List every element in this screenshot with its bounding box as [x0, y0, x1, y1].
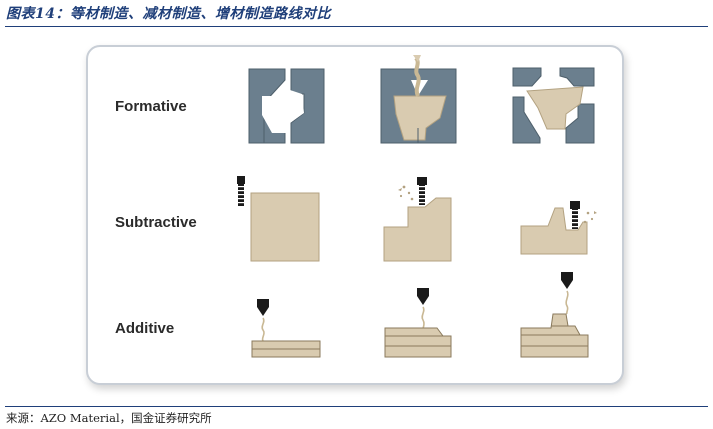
chips-icon [583, 211, 597, 224]
mold-bottom-right [565, 103, 595, 144]
raw-stock-block [250, 192, 320, 262]
figure-title: 图表14：等材制造、减材制造、增材制造路线对比 [6, 6, 331, 22]
subtractive-step2-cutting [383, 177, 452, 262]
source-rule [5, 406, 708, 407]
workpiece-partially-cut [383, 197, 452, 262]
deposit-stream [565, 290, 569, 315]
subtractive-step1-block [237, 176, 320, 262]
chips-icon [398, 185, 414, 201]
mold-gate [411, 80, 428, 96]
deposit-stream [261, 317, 265, 342]
formative-step1-empty-mold [248, 68, 325, 144]
cutting-tool-bit [419, 185, 425, 205]
row-label-formative: Formative [115, 98, 187, 115]
print-nozzle-icon [561, 272, 573, 289]
subtractive-step3-finished [520, 201, 597, 255]
additive-step2-layers [384, 288, 452, 358]
cutting-tool-shank [570, 201, 580, 209]
additive-step3-built-part [520, 272, 589, 358]
row-label-subtractive: Subtractive [115, 214, 197, 231]
figure-source: 来源：AZO Material，国金证券研究所 [6, 411, 212, 425]
build-layers [384, 327, 452, 358]
molded-part [526, 86, 584, 130]
print-nozzle-icon [257, 299, 269, 316]
cutting-tool-bit [572, 209, 578, 229]
mold-cavity-filled [393, 95, 447, 141]
cutting-tool-bit [238, 184, 244, 206]
mold-bottom-left [512, 96, 541, 144]
additive-step1-first-layer [251, 299, 321, 358]
cutting-tool-shank [237, 176, 245, 184]
mold-top-right [559, 67, 595, 87]
mold-cavity [262, 90, 304, 133]
material-pour-top [413, 55, 421, 62]
material-pour [414, 56, 421, 97]
mold-top-left [512, 67, 542, 87]
title-rule [5, 26, 708, 27]
workpiece-machined [520, 207, 588, 255]
formative-step3-open-mold [512, 67, 595, 144]
row-label-additive: Additive [115, 320, 175, 337]
cutting-tool-shank [417, 177, 427, 185]
build-layers [520, 313, 589, 358]
print-nozzle-icon [417, 288, 429, 305]
formative-step2-filling [380, 55, 457, 144]
